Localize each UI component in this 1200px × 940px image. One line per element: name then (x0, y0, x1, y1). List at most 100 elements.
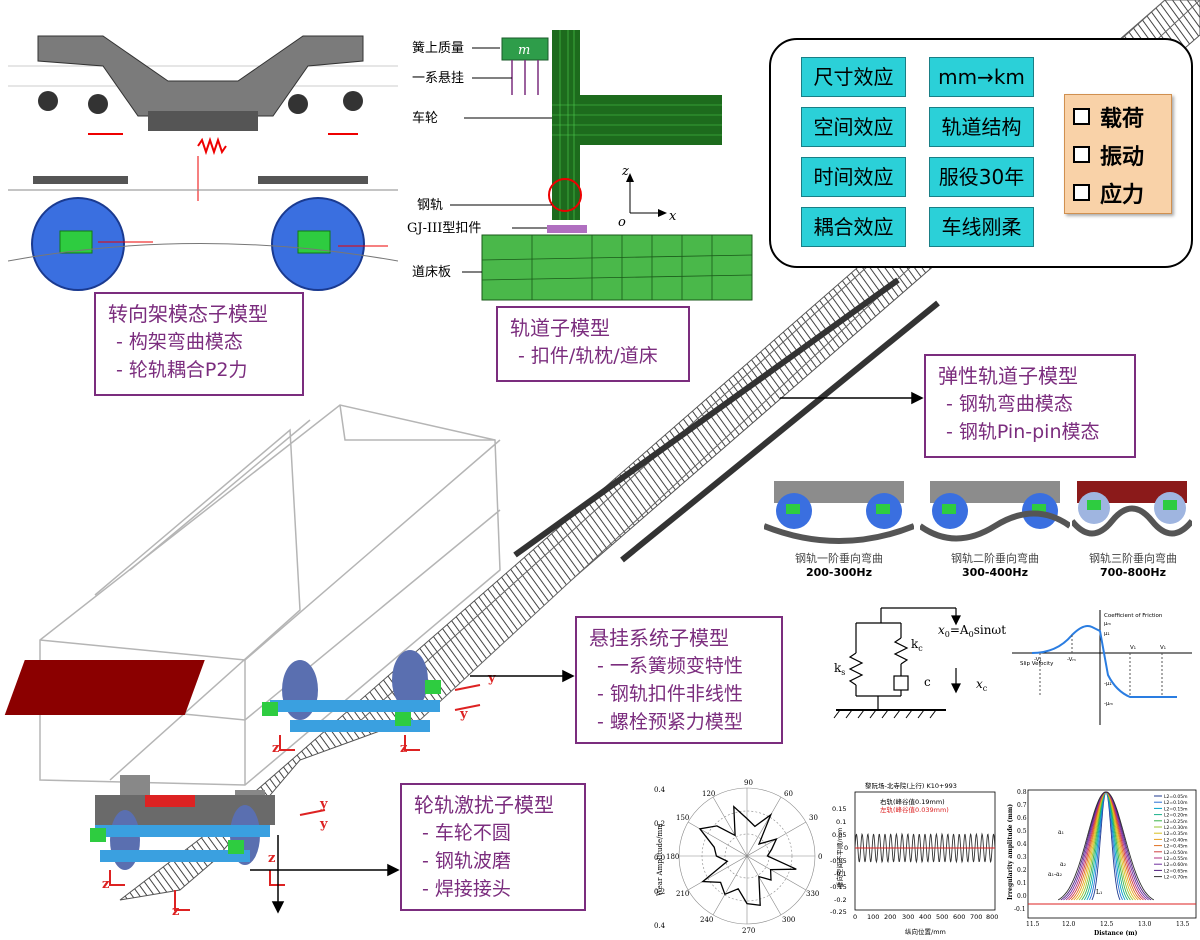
checkbox-icon (1073, 108, 1090, 125)
irr-legend-label: L2=0.65m (1164, 868, 1188, 874)
elastic-rail-2 (620, 300, 940, 563)
irr-ytick-8: 0.0 (1017, 893, 1027, 900)
corr-legend-2: 左轨(峰谷值0.039mm) (880, 805, 949, 814)
wr-box-title: 轮轨激扰子模型 (414, 793, 554, 817)
corr-legend-1: 右轨(峰谷值0.19mm) (880, 797, 945, 806)
friction-tick-x3: V₁ (1130, 645, 1136, 651)
irr-curve (1060, 791, 1152, 901)
bogie-box-title: 转向架模态子模型 (108, 302, 268, 326)
label-o: o (618, 215, 626, 230)
friction-curve-plot: Slip Velocity Coefficient of Friction -V… (1012, 610, 1192, 725)
rail-mode-3-img (1072, 481, 1192, 537)
checkbox-icon (1073, 184, 1090, 201)
axis-markers (109, 684, 481, 911)
irr-legend-label: L2=0.30m (1164, 825, 1188, 831)
corr-xtick-8: 800 (986, 913, 998, 921)
irr-curve (1057, 791, 1155, 901)
friction-tick-x2: -Vₘ (1067, 657, 1076, 663)
polar-angle-270: 270 (742, 927, 755, 935)
elastic-box-title: 弹性轨道子模型 (938, 364, 1078, 388)
label-fastener: GJ-III型扣件 (407, 221, 481, 236)
elastic-box-item-2: - 钢轨Pin-pin模态 (946, 421, 1100, 443)
response-xc: xc (976, 677, 988, 693)
irr-ytick-2: 0.6 (1017, 815, 1027, 822)
irr-xtick-3: 13.0 (1138, 921, 1152, 928)
friction-tick-y3: -μ₁ (1104, 681, 1112, 687)
irr-curve (1068, 791, 1144, 901)
irr-legend-label: L2=0.50m (1164, 850, 1188, 856)
polar-angle-60: 60 (784, 790, 793, 798)
front-bogie (90, 775, 275, 870)
suspension-box-item-1: - 一系簧频变特性 (597, 655, 743, 677)
wheelrail-submodel-box: 轮轨激扰子模型 - 车轮不圆 - 钢轨波磨 - 焊接接头 (400, 783, 586, 911)
irr-xtick-4: 13.5 (1176, 921, 1190, 928)
irr-ytick-5: 0.3 (1017, 854, 1027, 861)
friction-ylabel: Coefficient of Friction (1104, 613, 1163, 619)
polar-wear-plot: 90 60 30 0 330 300 270 240 210 180 150 1… (654, 779, 822, 935)
corr-xtick-0: 0 (853, 913, 857, 921)
corr-xtick-1: 100 (867, 913, 879, 921)
options-box: 载荷 振动 应力 (1064, 94, 1172, 214)
effects-panel: 尺寸效应 mm→km 空间效应 轨道结构 时间效应 服役30年 耦合效应 车线刚… (769, 38, 1193, 268)
suspension-box-title: 悬挂系统子模型 (589, 626, 729, 650)
irr-ytick-7: 0.1 (1017, 880, 1027, 887)
corr-ytick-8: -0.25 (830, 908, 847, 916)
corr-ylabel: 垂向空间不平顺/mm (835, 828, 844, 888)
label-rail: 钢轨 (417, 198, 443, 213)
effect-service: 服役30年 (929, 157, 1034, 197)
option-stress: 应力 (1073, 177, 1144, 209)
axis-z-2: z (400, 741, 407, 756)
irr-anno-a2: a₂ (1060, 861, 1067, 868)
label-z: z (621, 164, 629, 179)
label-primary: 一系悬挂 (412, 71, 464, 86)
option-load: 载荷 (1073, 101, 1144, 133)
irr-ytick-3: 0.5 (1017, 828, 1027, 835)
wr-box-item-2: - 钢轨波磨 (422, 850, 511, 872)
axis-z-5: z (172, 904, 179, 919)
label-sprung-mass: 簧上质量 (412, 40, 464, 56)
irr-curve (1063, 791, 1149, 901)
corr-xtick-5: 500 (936, 913, 948, 921)
label-wheel: 车轮 (412, 110, 438, 126)
irr-legend-label: L2=0.05m (1164, 794, 1188, 800)
pointer-arrows (250, 391, 924, 914)
effect-size: 尺寸效应 (801, 57, 906, 97)
corr-title: 黎阮场-北寺院(上行) K10+993 (865, 781, 957, 790)
corr-xtick-3: 300 (902, 913, 914, 921)
irr-legend-label: L2=0.45m (1164, 844, 1188, 850)
corr-ytick-3: 0 (844, 844, 848, 852)
label-m: m (518, 43, 530, 58)
irr-legend-label: L2=0.20m (1164, 813, 1188, 819)
checkbox-icon (1073, 146, 1090, 163)
axis-y-4: y (319, 817, 328, 832)
option-vibration: 振动 (1073, 139, 1144, 171)
corr-xtick-2: 200 (884, 913, 896, 921)
bogie-box-item-2: - 轮轨耦合P2力 (116, 359, 248, 381)
friction-tick-y1: μ₁ (1104, 631, 1110, 637)
corr-ytick-2: 0.05 (832, 831, 846, 839)
corr-xtick-7: 700 (970, 913, 982, 921)
elastic-box-item-1: - 钢轨弯曲模态 (946, 393, 1073, 415)
irr-curve (1070, 791, 1142, 901)
irr-legend-label: L2=0.15m (1164, 806, 1188, 812)
irr-ytick-4: 0.4 (1017, 841, 1027, 848)
irr-legend-label: L2=0.55m (1164, 856, 1188, 862)
irr-anno-L1: L₁ (1096, 889, 1102, 896)
axis-z-3: z (102, 877, 109, 892)
irregularity-plot: Irregularity amplitude (mm) Distance (m)… (1007, 789, 1197, 937)
friction-tick-x4: V₁ (1160, 645, 1166, 651)
corr-ytick-4: -0.05 (830, 857, 847, 865)
axis-y-3: y (319, 797, 328, 812)
irr-anno-a1: a₁ (1058, 829, 1064, 836)
suspension-box-item-3: - 螺栓预紧力模型 (597, 711, 743, 733)
elastic-rail-1 (513, 277, 900, 558)
polar-ylabel: Wear Amplitude/mm (656, 823, 664, 896)
car-body-wireframe (39, 404, 501, 786)
irr-ytick-1: 0.7 (1017, 802, 1027, 809)
polar-angle-150: 150 (676, 814, 689, 822)
corr-xtick-4: 400 (919, 913, 931, 921)
label-slab: 道床板 (412, 265, 451, 280)
corrugation-line-plot: 黎阮场-北寺院(上行) K10+993 右轨(峰谷值0.19mm) 左轨(峰谷值… (830, 781, 998, 936)
